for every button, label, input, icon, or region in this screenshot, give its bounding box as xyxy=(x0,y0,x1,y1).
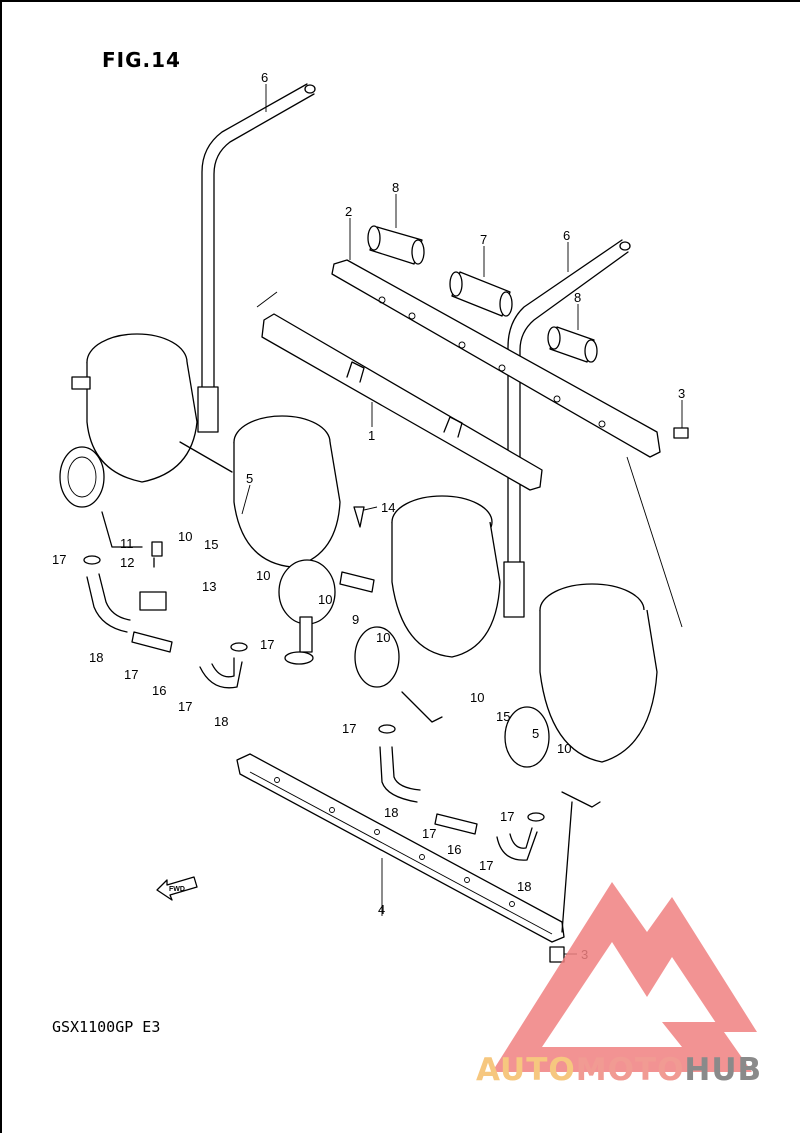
model-code: GSX1100GP E3 xyxy=(52,1018,161,1036)
callout-17: 17 xyxy=(52,552,66,567)
clamp-17 xyxy=(83,555,101,565)
fittings xyxy=(83,427,689,963)
callout-9: 9 xyxy=(352,612,359,627)
callout-17: 17 xyxy=(479,858,493,873)
screw-11 xyxy=(151,541,163,557)
callout-17: 17 xyxy=(422,826,436,841)
forward-arrow-icon: FWD xyxy=(156,876,198,901)
callout-17: 17 xyxy=(260,637,274,652)
callout-5: 5 xyxy=(246,471,253,486)
carburetor-3 xyxy=(354,495,501,723)
callout-16: 16 xyxy=(447,842,461,857)
figure-title: FIG.14 xyxy=(102,48,181,72)
callout-labels: 6 8 2 7 6 8 3 1 5 14 10 15 11 17 12 10 1… xyxy=(52,70,685,962)
callout-10: 10 xyxy=(557,741,571,756)
callout-7: 7 xyxy=(480,232,487,247)
callout-15: 15 xyxy=(496,709,510,724)
callout-18: 18 xyxy=(517,879,531,894)
watermark-word-moto: MOTO xyxy=(575,1052,685,1088)
callout-10: 10 xyxy=(256,568,270,583)
callout-15: 15 xyxy=(204,537,218,552)
callout-17: 17 xyxy=(178,699,192,714)
callout-6: 6 xyxy=(261,70,268,85)
callout-18: 18 xyxy=(89,650,103,665)
sleeve-8-left xyxy=(367,225,425,265)
watermark-word-auto: AUTO xyxy=(476,1052,576,1088)
callout-14: 14 xyxy=(381,500,395,515)
sleeve-8-right xyxy=(547,326,598,363)
carburetor-4 xyxy=(504,456,683,808)
callout-6: 6 xyxy=(563,228,570,243)
bolt-3a xyxy=(673,427,689,439)
callout-8: 8 xyxy=(574,290,581,305)
watermark-text: AUTOMOTOHUB xyxy=(476,1052,762,1088)
callout-3: 3 xyxy=(678,386,685,401)
vent-tube-left xyxy=(197,83,316,433)
callout-11: 11 xyxy=(120,536,134,551)
callout-17: 17 xyxy=(500,809,514,824)
callout-10: 10 xyxy=(178,529,192,544)
clip-14 xyxy=(353,506,365,528)
upper-bracket-plate xyxy=(331,259,661,458)
callout-5: 5 xyxy=(532,726,539,741)
lower-bracket xyxy=(256,291,543,491)
callout-1: 1 xyxy=(368,428,375,443)
callout-17: 17 xyxy=(342,721,356,736)
callout-18: 18 xyxy=(214,714,228,729)
sleeve-7 xyxy=(449,271,513,317)
callout-12: 12 xyxy=(120,555,134,570)
automotohub-logo-icon xyxy=(492,882,757,1072)
t-joint-9 xyxy=(339,571,375,593)
carburetor-2 xyxy=(179,415,341,665)
callout-8: 8 xyxy=(392,180,399,195)
vent-tube-right xyxy=(503,239,631,618)
callout-10: 10 xyxy=(318,592,332,607)
callout-10: 10 xyxy=(470,690,484,705)
t-joint-16a xyxy=(131,631,173,653)
callout-18: 18 xyxy=(384,805,398,820)
callout-2: 2 xyxy=(345,204,352,219)
holder-13 xyxy=(139,591,167,611)
callout-16: 16 xyxy=(152,683,166,698)
leader-lines xyxy=(241,84,683,955)
callout-17: 17 xyxy=(124,667,138,682)
t-joint-16b xyxy=(434,813,478,835)
callout-13: 13 xyxy=(202,579,216,594)
mounting-rail xyxy=(236,753,565,943)
fwd-label: FWD xyxy=(169,886,185,893)
callout-10: 10 xyxy=(376,630,390,645)
callout-4: 4 xyxy=(378,902,385,917)
watermark-word-hub: HUB xyxy=(684,1052,763,1088)
carburetor-1 xyxy=(59,333,198,548)
drain-hoses xyxy=(86,573,538,861)
